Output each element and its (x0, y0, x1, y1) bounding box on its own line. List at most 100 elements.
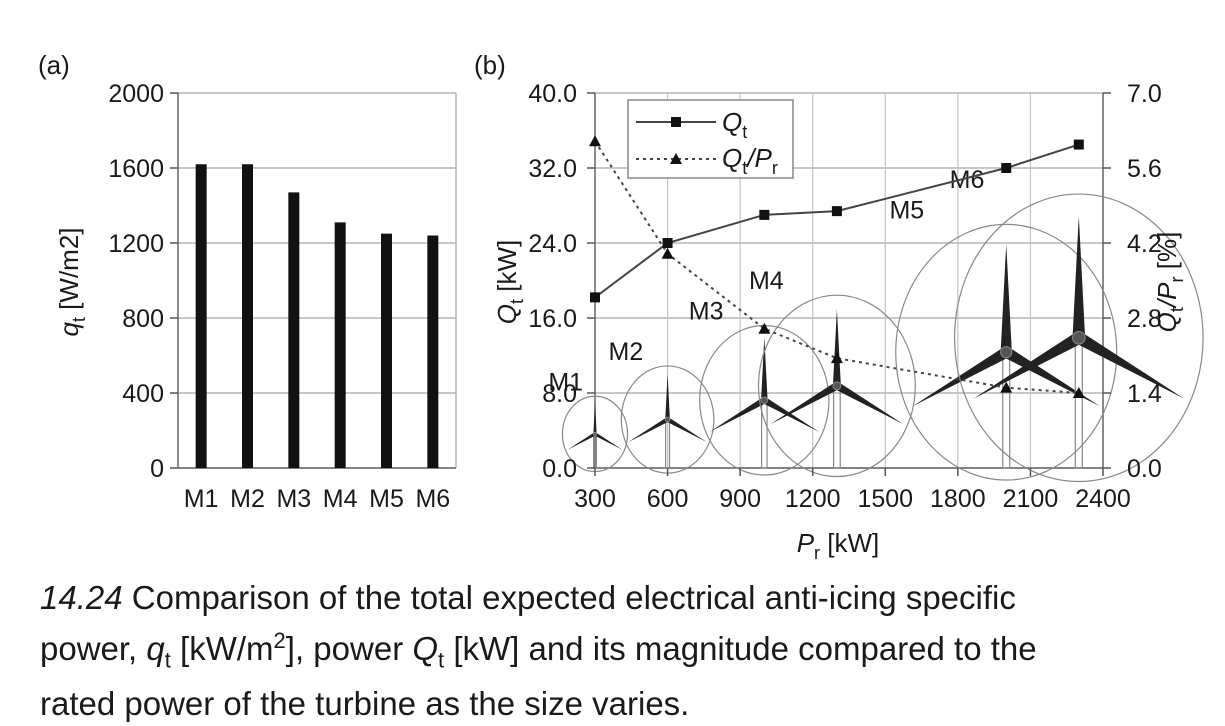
series-qt-line (594, 143, 1080, 299)
panel-b-left-tick-label: 0.0 (542, 455, 577, 483)
panel-b-right-tick-label: 4.2 (1127, 230, 1162, 258)
bar-m5 (381, 233, 392, 468)
legend-box (627, 99, 794, 179)
series-qt-pr-line (594, 140, 1079, 394)
bar-m4 (334, 222, 346, 468)
panel-b-right-tick-label: 1.4 (1127, 380, 1162, 408)
panel-b-x-tick-label: 2400 (1075, 485, 1131, 513)
turbine-blade (709, 397, 766, 432)
panel-b-series (589, 135, 1085, 398)
series-qt-point (662, 238, 673, 248)
panel-b-x-tick-label: 1800 (930, 485, 986, 513)
turbine-label: M4 (749, 267, 784, 295)
panel-b-x-axis-title: Pr [kW] (797, 528, 880, 563)
turbine-blade (973, 332, 1082, 399)
panel-a-y-tick-label: 1600 (108, 155, 164, 183)
turbine-label: M5 (889, 196, 924, 224)
turbine-m6: M6 (950, 166, 1204, 483)
turbine-blade (665, 374, 670, 420)
turbine-blade (666, 417, 707, 443)
turbine-hub (760, 396, 769, 405)
turbine-label: M2 (609, 338, 644, 366)
panel-b-label: (b) (474, 50, 506, 80)
panel-b-right-y-ticks: 0.01.42.84.25.67.0 (1103, 80, 1162, 483)
panel-a-gridlines (177, 92, 457, 469)
panel-a-bars (195, 164, 439, 468)
turbine-blade (1000, 243, 1012, 353)
legend-marker-square (671, 117, 681, 127)
panel-a-x-tick-label: M5 (369, 485, 404, 513)
caption-line-3: rated power of the turbine as the size v… (40, 684, 690, 722)
panel-a-y-tick-label: 800 (122, 305, 164, 333)
series-qt-pr-point (661, 247, 674, 259)
turbine-hub (1000, 346, 1013, 359)
panel-b-left-tick-label: 16.0 (528, 305, 577, 333)
turbine-blade (1075, 332, 1185, 399)
turbine-blade (593, 402, 597, 434)
series-qt-point (759, 209, 770, 220)
panel-b-right-tick-label: 7.0 (1127, 80, 1162, 108)
bar-m6 (427, 235, 439, 468)
turbine-m3: M3 (689, 297, 830, 476)
turbine-label: M3 (689, 297, 724, 325)
turbine-blade (834, 382, 904, 425)
panel-b-left-tick-label: 40.0 (528, 80, 577, 108)
turbine-hub (832, 381, 842, 391)
bar-m1 (195, 164, 207, 468)
turbine-blade (770, 382, 839, 425)
turbine-m2: M2 (609, 338, 715, 474)
series-qt-pr-point (1072, 387, 1085, 398)
panel-a-x-tick-label: M1 (184, 485, 219, 513)
panel-b-x-tick-label: 900 (719, 485, 761, 513)
turbine-illustrations: M1 M2 M3 M4 M5 M6 (548, 166, 1204, 483)
panel-b-legend: Qt Qt/Pr (627, 99, 794, 179)
panel-a-label: (a) (38, 50, 70, 80)
panel-a-x-tick-label: M6 (415, 485, 450, 513)
panel-a-y-tick-label: 1200 (108, 230, 164, 258)
turbine-blade (567, 432, 596, 450)
caption-line-2: power, qt [kW/m2], power Qt [kW] and its… (40, 628, 1037, 673)
panel-b-x-tick-label: 1200 (785, 485, 841, 513)
panel-b-right-tick-label: 2.8 (1127, 305, 1162, 333)
legend-marker-triangle (670, 153, 682, 164)
bar-m3 (288, 192, 300, 468)
panel-b-x-tick-label: 300 (574, 485, 616, 513)
panel-b-right-y-axis-title: Qt/Pr [%] (1152, 232, 1187, 333)
series-qt-pr-point (830, 352, 843, 364)
panel-b-right-tick-label: 5.6 (1127, 155, 1162, 183)
panel-a-x-tick-label: M3 (276, 485, 311, 513)
turbine-m1: M1 (548, 368, 629, 473)
panel-b-left-y-ticks: 0.08.016.024.032.040.0 (528, 80, 595, 483)
turbine-hub (1072, 331, 1086, 345)
turbine-blade (628, 417, 669, 443)
panel-a-x-tick-label: M2 (230, 485, 265, 513)
panel-b-x-tick-label: 1500 (857, 485, 913, 513)
series-qt-pr-point (758, 322, 771, 334)
turbine-blade (912, 347, 1010, 407)
turbine-hub (592, 431, 598, 437)
turbine-hub (664, 416, 671, 423)
turbine-label: M1 (548, 368, 583, 396)
turbine-blade (761, 336, 768, 401)
figure-number: 14.24 (40, 579, 123, 616)
panel-b-left-tick-label: 8.0 (542, 380, 577, 408)
turbine-outline-ellipse (895, 223, 1118, 481)
series-qt-point (1073, 139, 1084, 150)
legend-label-qt-pr: Qt/Pr (722, 143, 778, 178)
panel-b-x-tick-label: 2100 (1003, 485, 1059, 513)
turbine-outline-ellipse (757, 294, 916, 478)
figure-caption: 14.24 Comparison of the total expected e… (40, 576, 1190, 725)
turbine-tower (761, 399, 768, 469)
series-qt-point (1001, 163, 1012, 173)
panel-a-y-tick-label: 0 (150, 455, 164, 483)
series-qt-point (590, 292, 600, 303)
turbine-tower (1002, 351, 1011, 469)
panel-a-y-tick-label: 2000 (108, 80, 164, 108)
panel-a-x-tick-label: M4 (323, 485, 358, 513)
turbine-blade (1072, 216, 1086, 338)
turbine-blade (762, 397, 820, 432)
series-qt-pr-point (589, 135, 601, 147)
turbine-blade (594, 432, 623, 450)
